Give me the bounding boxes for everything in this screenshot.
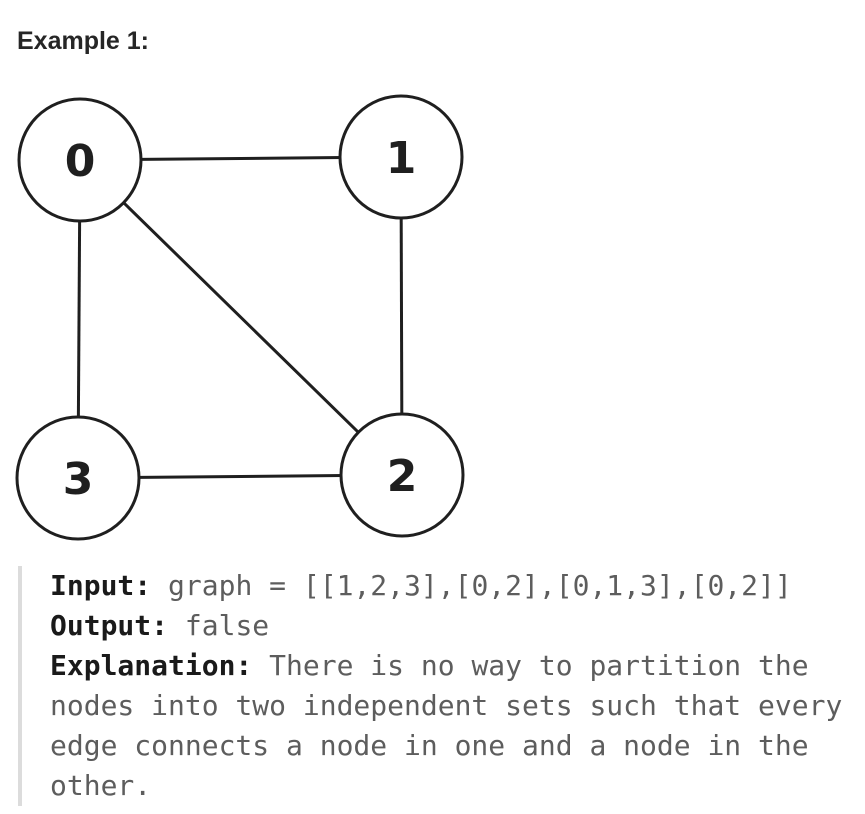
graph-node-label-2: 2 <box>387 451 418 502</box>
input-value: graph = [[1,2,3],[0,2],[0,1,3],[0,2]] <box>168 569 792 602</box>
explanation-value: There is no way to partition the nodes i… <box>50 649 860 802</box>
output-label: Output: <box>50 609 169 642</box>
graph-node-label-1: 1 <box>386 133 417 184</box>
graph-node-0 <box>17 97 143 223</box>
explanation-label: Explanation: <box>50 649 253 682</box>
output-line: Output: false <box>50 606 850 646</box>
example-heading: Example 1: <box>17 27 150 55</box>
graph-node-label-3: 3 <box>63 454 94 505</box>
output-value: false <box>184 609 270 642</box>
input-line: Input: graph = [[1,2,3],[0,2],[0,1,3],[0… <box>50 566 850 606</box>
example-block: Input: graph = [[1,2,3],[0,2],[0,1,3],[0… <box>18 566 850 806</box>
graph-node-2 <box>339 412 465 538</box>
explanation-line: Explanation: There is no way to partitio… <box>50 646 850 806</box>
graph-edge-0-2 <box>78 158 404 477</box>
graph-node-1 <box>338 94 464 220</box>
input-label: Input: <box>50 569 152 602</box>
graph-node-3 <box>15 415 141 541</box>
graph-diagram: 0 1 2 3 <box>15 94 465 541</box>
graph-node-label-0: 0 <box>65 136 96 187</box>
